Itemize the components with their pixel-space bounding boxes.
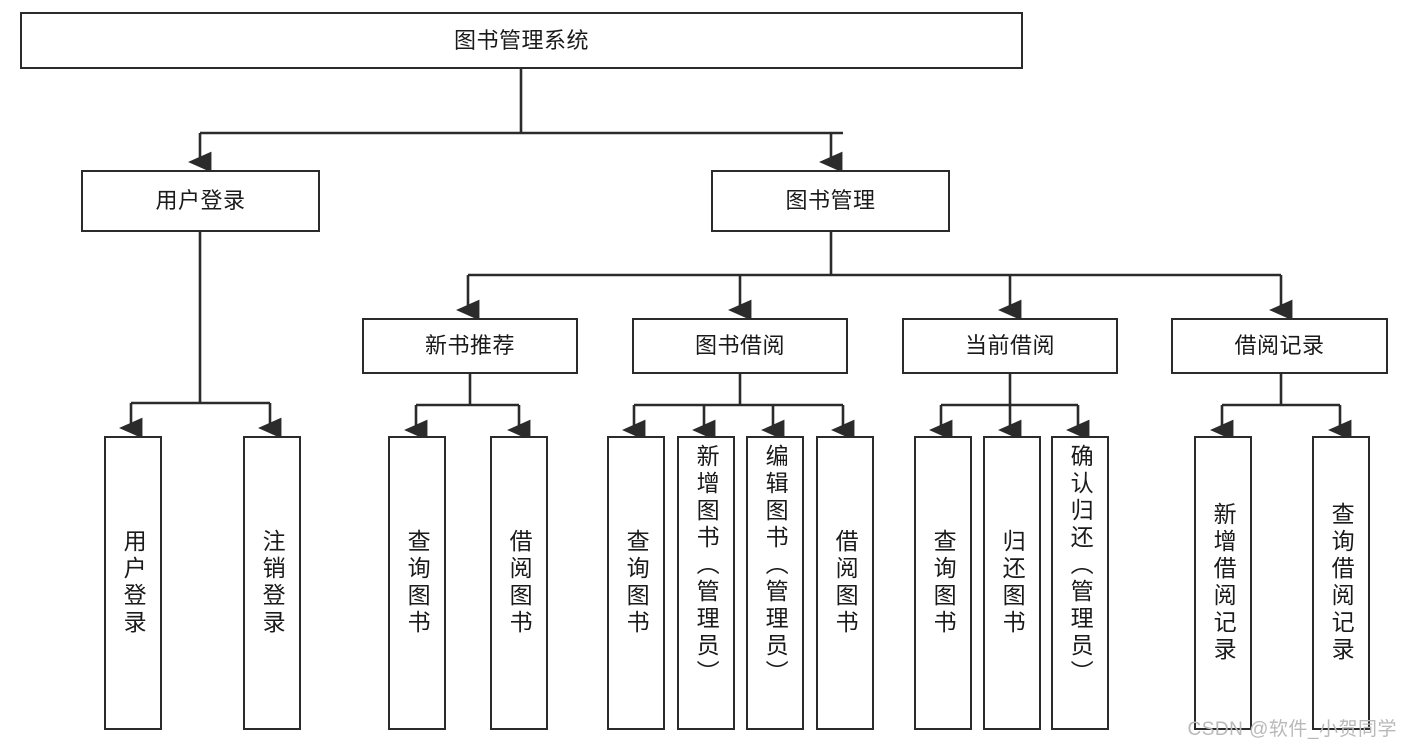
leaf-query-book-borrow[interactable]: 查询图书 (607, 436, 665, 730)
leaf-query-book-recommend-label: 查询图书 (404, 529, 431, 637)
node-book-management-label: 图书管理 (785, 188, 876, 214)
leaf-query-book-current-label: 查询图书 (930, 529, 957, 637)
leaf-confirm-return-admin-label: 确认归还（管理员） (1067, 444, 1094, 687)
node-root[interactable]: 图书管理系统 (20, 12, 1023, 69)
node-new-book-recommend[interactable]: 新书推荐 (362, 318, 578, 374)
leaf-confirm-return-admin[interactable]: 确认归还（管理员） (1051, 436, 1109, 730)
leaf-user-logout-label: 注销登录 (259, 529, 286, 637)
leaf-query-borrow-record-label: 查询借阅记录 (1328, 502, 1355, 664)
leaf-add-book-admin-label: 新增图书（管理员） (693, 444, 720, 687)
leaf-add-book-admin[interactable]: 新增图书（管理员） (677, 436, 735, 730)
leaf-user-login[interactable]: 用户登录 (104, 436, 162, 730)
leaf-query-book-recommend[interactable]: 查询图书 (388, 436, 446, 730)
leaf-query-book-current[interactable]: 查询图书 (914, 436, 972, 730)
node-user-login[interactable]: 用户登录 (81, 170, 320, 232)
node-book-borrow-label: 图书借阅 (694, 333, 785, 359)
leaf-borrow-book-label: 借阅图书 (832, 529, 859, 637)
node-new-book-recommend-label: 新书推荐 (424, 333, 515, 359)
leaf-edit-book-admin-label: 编辑图书（管理员） (762, 444, 789, 687)
leaf-edit-book-admin[interactable]: 编辑图书（管理员） (746, 436, 804, 730)
node-borrow-record-label: 借阅记录 (1234, 333, 1325, 359)
node-book-management[interactable]: 图书管理 (711, 170, 950, 232)
node-user-login-label: 用户登录 (155, 188, 246, 214)
leaf-return-book[interactable]: 归还图书 (983, 436, 1041, 730)
leaf-borrow-book-recommend[interactable]: 借阅图书 (490, 436, 548, 730)
node-borrow-record[interactable]: 借阅记录 (1171, 318, 1388, 374)
leaf-add-borrow-record[interactable]: 新增借阅记录 (1194, 436, 1252, 730)
leaf-borrow-book[interactable]: 借阅图书 (816, 436, 874, 730)
leaf-query-borrow-record[interactable]: 查询借阅记录 (1312, 436, 1370, 730)
leaf-add-borrow-record-label: 新增借阅记录 (1210, 502, 1237, 664)
watermark: CSDN @软件_小贺同学 (1187, 719, 1397, 740)
leaf-user-login-label: 用户登录 (120, 529, 147, 637)
node-current-borrow-label: 当前借阅 (964, 333, 1055, 359)
node-root-label: 图书管理系统 (453, 27, 589, 53)
leaf-user-logout[interactable]: 注销登录 (243, 436, 301, 730)
node-current-borrow[interactable]: 当前借阅 (902, 318, 1118, 374)
leaf-query-book-borrow-label: 查询图书 (623, 529, 650, 637)
node-book-borrow[interactable]: 图书借阅 (632, 318, 848, 374)
leaf-borrow-book-recommend-label: 借阅图书 (506, 529, 533, 637)
leaf-return-book-label: 归还图书 (999, 529, 1026, 637)
